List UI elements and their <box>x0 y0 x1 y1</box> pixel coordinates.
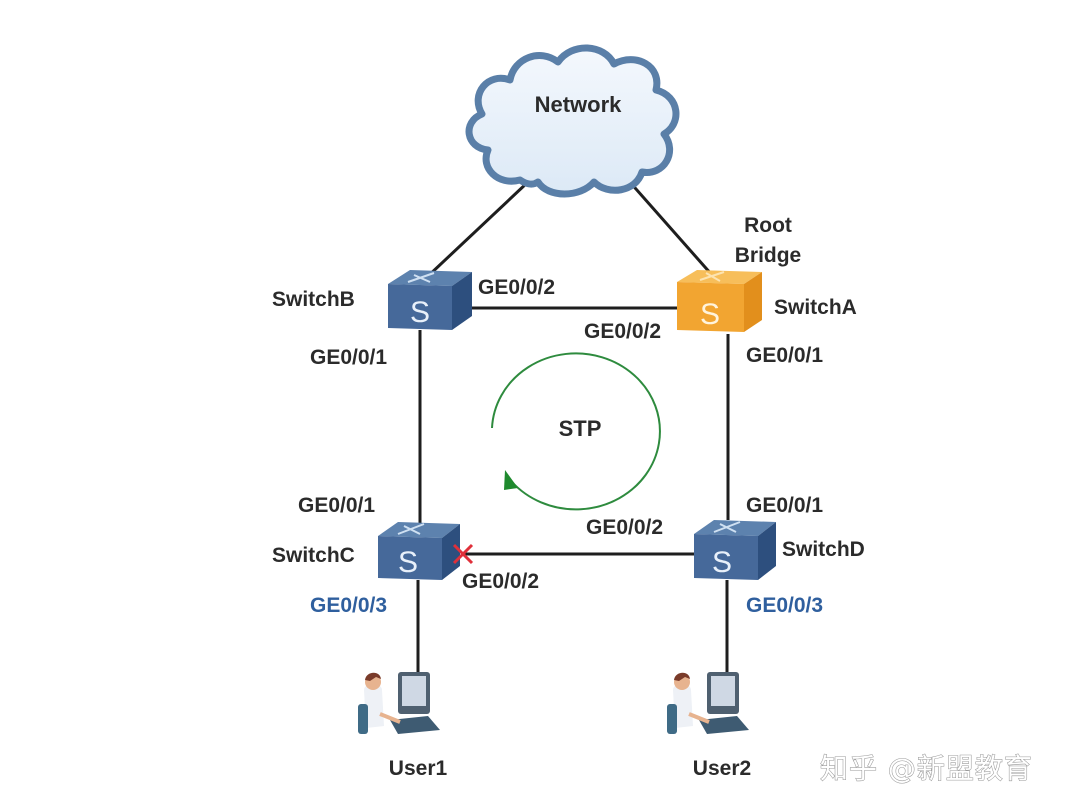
switch-glyph: S <box>410 296 430 329</box>
root-bridge-label-line1: Root <box>744 214 792 237</box>
stp-loop: STP <box>491 352 661 511</box>
watermark: 知乎 @新盟教育 <box>820 752 1033 785</box>
port-switcha-ge001: GE0/0/1 <box>746 344 823 367</box>
port-switchd-ge001: GE0/0/1 <box>746 494 823 517</box>
link-network-switcha <box>626 179 714 276</box>
port-switchd-ge002: GE0/0/2 <box>586 516 663 539</box>
loop-arrow-icon <box>491 352 661 511</box>
user2-workstation-icon[interactable] <box>667 672 749 734</box>
loop-arrowhead-icon <box>504 470 518 490</box>
cloud-label: Network <box>535 92 623 117</box>
port-switchc-ge003: GE0/0/3 <box>310 594 387 617</box>
switchd-label: SwitchD <box>782 538 865 561</box>
root-bridge-label-line2: Bridge <box>735 244 802 267</box>
port-switchc-ge001: GE0/0/1 <box>298 494 375 517</box>
switch-b[interactable]: S <box>388 270 472 330</box>
switch-ports-icon <box>699 271 725 282</box>
cloud-icon <box>465 44 680 198</box>
user1-workstation-icon[interactable] <box>358 672 440 734</box>
switch-ports-icon <box>397 523 425 535</box>
switch-glyph: S <box>712 546 732 579</box>
links <box>416 179 730 675</box>
switch-d[interactable]: S <box>694 520 776 580</box>
blocked-port-x-icon <box>452 543 474 565</box>
switch-ports-icon <box>713 521 741 533</box>
port-switchb-ge002: GE0/0/2 <box>478 276 555 299</box>
switchc-label: SwitchC <box>272 544 355 567</box>
network-cloud: Network <box>465 44 680 198</box>
port-switchb-ge001: GE0/0/1 <box>310 346 387 369</box>
port-switcha-ge002: GE0/0/2 <box>584 320 661 343</box>
switch-ports-icon <box>407 272 435 283</box>
switch-glyph: S <box>700 298 720 331</box>
user1-label: User1 <box>389 757 448 780</box>
switch-a-root-bridge[interactable]: S <box>677 270 762 332</box>
switch-glyph: S <box>398 546 418 579</box>
switcha-label: SwitchA <box>774 296 857 319</box>
stp-label: STP <box>559 416 602 441</box>
link-network-switchb <box>424 180 530 280</box>
switchb-label: SwitchB <box>272 288 355 311</box>
port-switchd-ge003: GE0/0/3 <box>746 594 823 617</box>
user2-label: User2 <box>693 757 751 780</box>
port-switchc-ge002: GE0/0/2 <box>462 570 539 593</box>
switch-c[interactable]: S <box>378 522 460 580</box>
